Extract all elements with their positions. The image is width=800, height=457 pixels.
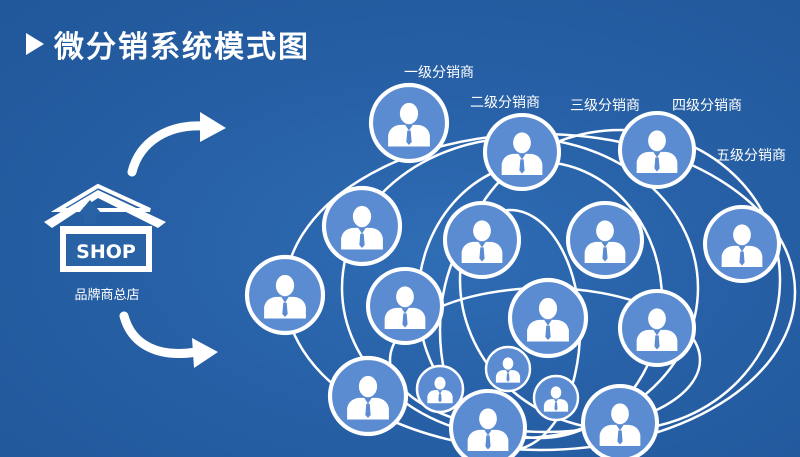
person-icon [510, 280, 586, 356]
person-icon [247, 257, 323, 333]
person-icon [324, 188, 400, 264]
person-icon [368, 269, 442, 343]
person-icon [620, 113, 694, 187]
shop-house-icon: SHOP [44, 183, 166, 272]
shop-label: 品牌商总店 [74, 288, 140, 303]
person-icon [445, 203, 519, 277]
title-row: 微分销系统模式图 [26, 22, 310, 66]
person-icon [534, 376, 578, 420]
level-label-3: 三级分销商 [570, 98, 640, 114]
person-icon [705, 207, 779, 281]
level-label-4: 四级分销商 [672, 98, 742, 114]
person-icon [371, 85, 447, 161]
distributor-nodes [247, 85, 779, 457]
shop-sign-text: SHOP [76, 241, 136, 263]
person-icon [620, 291, 694, 365]
curved-arrow-down-icon [119, 311, 218, 368]
person-icon [486, 347, 530, 391]
person-icon [451, 391, 525, 457]
person-icon [568, 203, 642, 277]
title-triangle-icon [26, 33, 44, 55]
level-label-5: 五级分销商 [716, 148, 786, 164]
person-icon [583, 386, 657, 457]
curved-arrow-up-icon [127, 112, 226, 177]
person-icon [417, 366, 463, 412]
level-label-1: 一级分销商 [404, 65, 474, 81]
level-label-2: 二级分销商 [470, 95, 540, 111]
page-title: 微分销系统模式图 [54, 30, 310, 65]
person-icon [330, 358, 406, 434]
person-icon [485, 115, 559, 189]
